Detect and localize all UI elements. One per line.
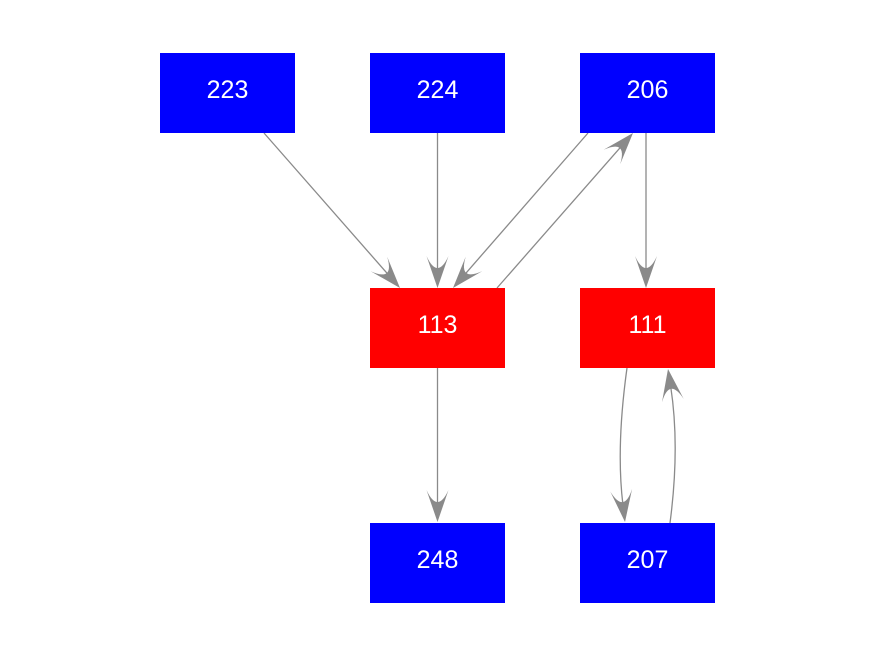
node-label: 248 bbox=[416, 545, 459, 574]
node-224[interactable]: 224 bbox=[370, 53, 505, 133]
node-label: 113 bbox=[417, 310, 458, 339]
edge-113-206 bbox=[496, 146, 622, 289]
node-label: 224 bbox=[416, 75, 459, 104]
arrowhead-207-111 bbox=[661, 369, 684, 403]
node-206[interactable]: 206 bbox=[580, 53, 715, 133]
arrowhead-224-113 bbox=[426, 256, 449, 288]
arrowhead-111-207 bbox=[610, 488, 633, 522]
node-113[interactable]: 113 bbox=[370, 288, 505, 368]
arrowhead-113-248 bbox=[426, 490, 449, 522]
node-label: 207 bbox=[626, 545, 669, 574]
arrowhead-206-113 bbox=[453, 256, 483, 288]
arrowhead-113-206 bbox=[603, 133, 633, 165]
edge-223-113 bbox=[263, 132, 389, 275]
node-223[interactable]: 223 bbox=[160, 53, 295, 133]
arrowhead-223-113 bbox=[370, 256, 400, 288]
edge-206-113 bbox=[464, 132, 589, 275]
edge-207-111 bbox=[669, 386, 676, 524]
arrowhead-206-111 bbox=[635, 256, 657, 288]
node-label: 223 bbox=[206, 75, 249, 104]
node-111[interactable]: 111 bbox=[580, 288, 715, 368]
node-label: 206 bbox=[626, 75, 669, 104]
node-248[interactable]: 248 bbox=[370, 523, 505, 603]
node-label: 111 bbox=[628, 310, 667, 339]
node-207[interactable]: 207 bbox=[580, 523, 715, 603]
edge-111-207 bbox=[619, 367, 628, 505]
